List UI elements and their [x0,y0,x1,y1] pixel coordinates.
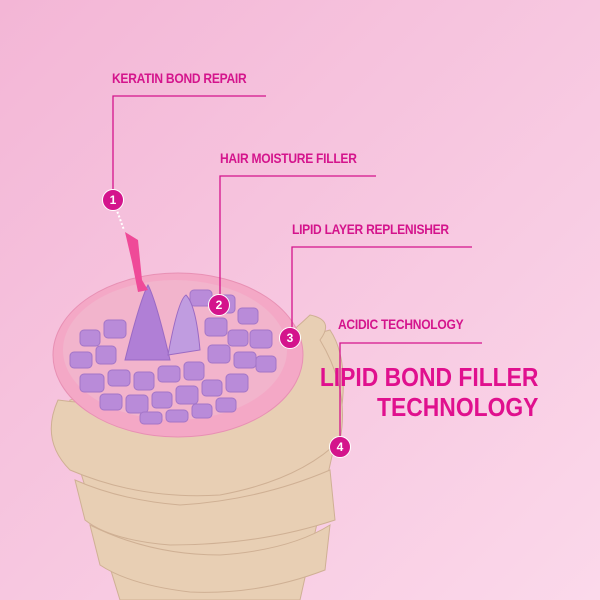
headline-line2: TECHNOLOGY [376,392,538,422]
callout-number-3: 3 [279,327,301,349]
cell-pattern [69,289,277,425]
callout-label-acidic-technology: ACIDIC TECHNOLOGY [338,316,464,332]
callout-label-keratin-bond-repair: KERATIN BOND REPAIR [112,70,247,86]
callout-number-1: 1 [102,189,124,211]
callout-number-2: 2 [208,294,230,316]
helix [124,283,171,361]
callout-number-4: 4 [329,436,351,458]
keratin-arrow [125,232,148,292]
callout-lines [112,95,482,437]
callout-label-hair-moisture-filler: HAIR MOISTURE FILLER [220,150,357,166]
callout-label-lipid-layer-replenisher: LIPID LAYER REPLENISHER [292,221,449,237]
headline-line1: LIPID BOND FILLER [319,362,538,392]
